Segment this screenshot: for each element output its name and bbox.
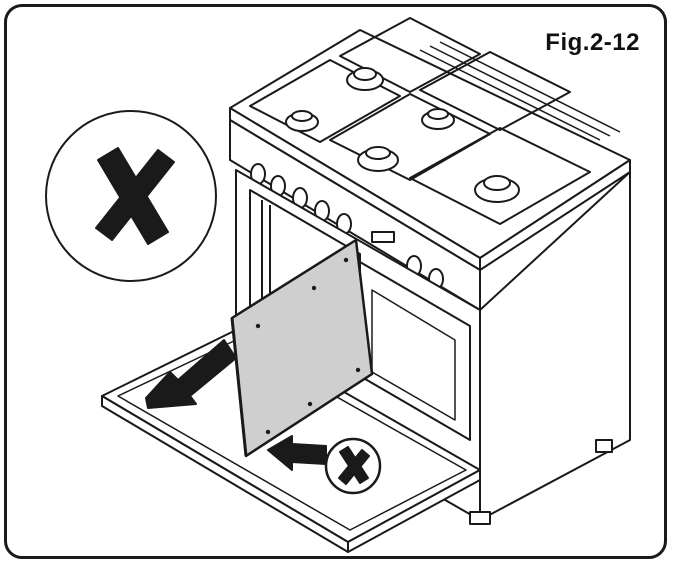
small-prohibition-icon [324, 437, 382, 495]
arrow-left-icon [267, 435, 327, 471]
large-prohibition-icon [45, 110, 217, 282]
burner [285, 67, 520, 203]
glass-panel [230, 238, 374, 458]
figure-label: Fig.2-12 [545, 29, 640, 56]
arrow-left-icon [145, 339, 237, 409]
